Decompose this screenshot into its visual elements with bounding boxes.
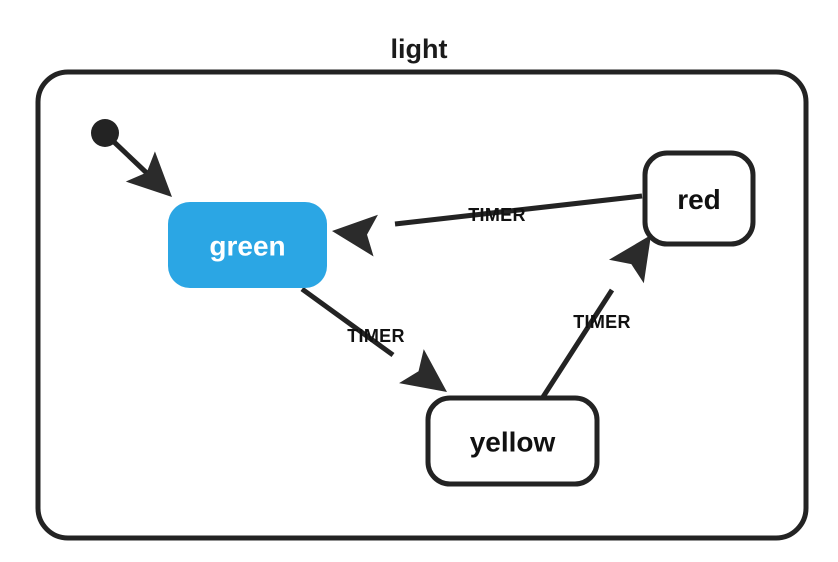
transition-yellow-to-red-label: TIMER [573, 312, 631, 332]
transition-yellow-to-red-arrowhead [608, 235, 651, 284]
state-node-red[interactable]: red [642, 150, 756, 247]
state-machine-region [35, 69, 809, 541]
transition-red-to-green-line [394, 193, 643, 227]
transition-green-to-yellow-arrowhead [399, 349, 447, 392]
state-box-red[interactable] [642, 150, 756, 247]
initial-pseudostate-dot[interactable] [91, 119, 119, 147]
page-title: light [391, 34, 448, 64]
state-label-yellow: yellow [470, 427, 556, 458]
state-box-green[interactable] [168, 202, 327, 288]
transition-red-to-green-arrowhead [332, 214, 378, 257]
states-layer: green red yellow [168, 150, 756, 487]
state-label-green: green [209, 231, 285, 262]
transition-green-to-yellow-label: TIMER [347, 326, 405, 346]
transition-green-to-yellow-line [300, 286, 395, 358]
transition-initial-to-green-arrowhead [125, 151, 172, 197]
transition-labels-layer: TIMER TIMER TIMER [347, 205, 631, 346]
transition-red-to-green[interactable] [330, 193, 643, 257]
state-node-yellow[interactable]: yellow [425, 395, 600, 487]
state-box-yellow[interactable] [425, 395, 600, 487]
transition-initial-to-green-line [111, 139, 154, 180]
transition-green-to-yellow[interactable] [300, 286, 459, 409]
transition-initial-to-green[interactable] [111, 139, 187, 212]
transitions-layer [111, 139, 668, 409]
transition-yellow-to-red[interactable] [540, 223, 668, 399]
state-label-red: red [677, 184, 721, 215]
transition-yellow-to-red-line [540, 288, 615, 399]
transition-red-to-green-label: TIMER [468, 205, 526, 225]
state-node-green[interactable]: green [168, 202, 327, 288]
